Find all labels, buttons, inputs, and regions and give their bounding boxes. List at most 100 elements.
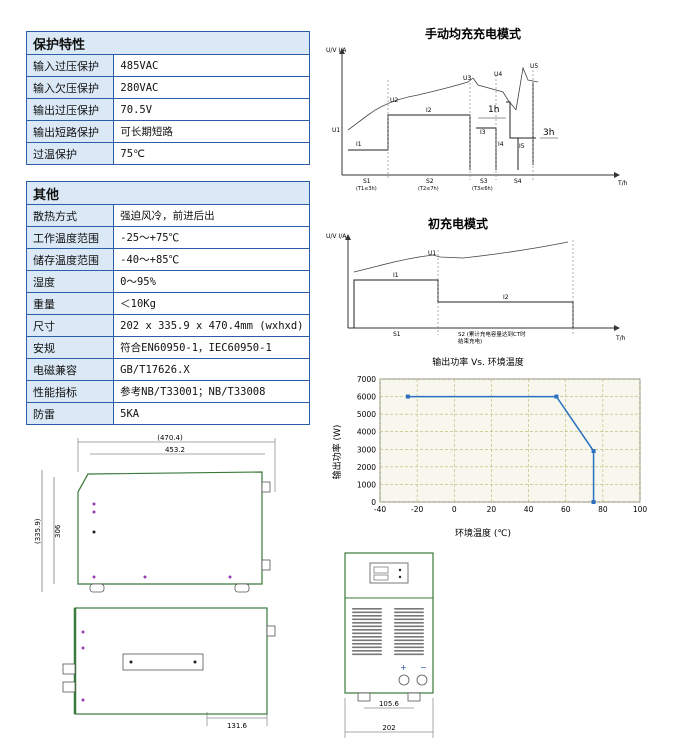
table-row: 安规符合EN60950-1，IEC60950-1 bbox=[25, 336, 310, 359]
manual-stage-s2-note: (T2≤7h) bbox=[418, 186, 439, 192]
table-row: 散热方式强迫风冷，前进后出 bbox=[25, 204, 310, 227]
manual-stage-s3: S3 bbox=[480, 178, 488, 185]
data-point bbox=[405, 394, 410, 399]
plus-symbol: + bbox=[400, 663, 407, 672]
x-tick-label: -20 bbox=[411, 505, 423, 514]
manual-stage-s1-note: (T1≤3h) bbox=[356, 186, 377, 192]
initial-charge-diagram: 初充电模式 U/V I/A T/h U1 I1 I2 S1 S2 (累计充电容量… bbox=[326, 216, 626, 345]
manual-stage-s2: S2 bbox=[426, 178, 434, 185]
vent-slot bbox=[394, 629, 424, 631]
manual-i5-label: I5 bbox=[519, 143, 525, 150]
row-value: 强迫风冷，前进后出 bbox=[113, 204, 310, 227]
protection-title: 保护特性 bbox=[26, 31, 310, 55]
front-view-drawing: + − 105.6 202 bbox=[344, 552, 434, 738]
table-row: 工作温度范围-25～+75℃ bbox=[25, 226, 310, 249]
plot-area bbox=[379, 378, 641, 503]
vent-slot bbox=[394, 643, 424, 645]
manual-stage-s4: S4 bbox=[514, 178, 522, 185]
y-tick-label: 3000 bbox=[357, 445, 376, 454]
manual-y-axis-label: U/V I/A bbox=[326, 47, 347, 54]
row-value: 485VAC bbox=[113, 54, 310, 77]
manual-mode-title: 手动均充充电模式 bbox=[425, 26, 521, 41]
vent-slot bbox=[352, 611, 382, 614]
table-row: 储存温度范围-40～+85℃ bbox=[25, 248, 310, 271]
table-row: 输出短路保护可长期短路 bbox=[25, 120, 310, 143]
initial-stage-s2-line1: S2 (累计充电容量达到CT时 bbox=[458, 330, 526, 338]
vent-slot bbox=[352, 608, 382, 610]
dim-height-outer: (335.9) bbox=[34, 518, 42, 544]
row-value: GB/T17626.X bbox=[113, 358, 310, 381]
vent-slot bbox=[352, 643, 382, 645]
row-key: 过温保护 bbox=[25, 142, 115, 165]
vent-slot bbox=[352, 618, 382, 621]
manual-stage-s3-note: (T3≤6h) bbox=[472, 186, 493, 192]
dim-depth-inner: 453.2 bbox=[165, 446, 185, 454]
row-value: 280VAC bbox=[113, 76, 310, 99]
row-key: 电磁兼容 bbox=[25, 358, 115, 381]
vent-slot bbox=[352, 615, 382, 617]
manual-u3-label: U3 bbox=[463, 75, 471, 82]
x-tick-label: 60 bbox=[561, 505, 571, 514]
initial-u1-label: U1 bbox=[428, 250, 436, 257]
vent-slot bbox=[394, 618, 424, 621]
vent-slot bbox=[352, 632, 382, 635]
data-point bbox=[591, 500, 596, 504]
vent-slot bbox=[352, 625, 382, 628]
side-view-drawing: (470.4) 453.2 (335.9) 306 bbox=[34, 434, 276, 593]
row-key: 尺寸 bbox=[25, 314, 115, 337]
y-tick-label: 7000 bbox=[357, 375, 376, 384]
row-value: 5KA bbox=[113, 402, 310, 425]
vent-slot bbox=[394, 646, 424, 649]
front-vents bbox=[352, 608, 424, 656]
vent-slot bbox=[394, 632, 424, 635]
manual-i1-label: I1 bbox=[356, 141, 362, 148]
row-key: 输入过压保护 bbox=[25, 54, 115, 77]
chart-y-label: 输出功率 (W) bbox=[331, 425, 343, 480]
table-row: 性能指标参考NB/T33001；NB/T33008 bbox=[25, 380, 310, 403]
vent-slot bbox=[394, 615, 424, 617]
row-value: -25～+75℃ bbox=[113, 226, 310, 249]
vent-slot bbox=[352, 622, 382, 624]
x-tick-label: -40 bbox=[374, 505, 386, 514]
manual-i4-label: I4 bbox=[498, 141, 504, 148]
series-line bbox=[407, 395, 595, 502]
manual-u2-label: U2 bbox=[390, 97, 398, 104]
vent-slot bbox=[394, 639, 424, 642]
row-value: 符合EN60950-1，IEC60950-1 bbox=[113, 336, 310, 359]
manual-i2-label: I2 bbox=[426, 107, 432, 114]
y-tick-label: 5000 bbox=[357, 410, 376, 419]
x-tick-label: 0 bbox=[452, 505, 457, 514]
x-tick-label: 80 bbox=[598, 505, 608, 514]
y-tick-label: 6000 bbox=[357, 393, 376, 402]
y-tick-label: 1000 bbox=[357, 480, 376, 489]
manual-stage-s1: S1 bbox=[363, 178, 371, 185]
data-point bbox=[554, 394, 559, 399]
vent-slot bbox=[352, 653, 382, 656]
vent-slot bbox=[352, 629, 382, 631]
row-key: 湿度 bbox=[25, 270, 115, 293]
row-key: 输出短路保护 bbox=[25, 120, 115, 143]
dim-front-outer: 202 bbox=[382, 724, 395, 732]
chart-x-label: 环境温度 (℃) bbox=[455, 527, 511, 539]
x-tick-label: 40 bbox=[524, 505, 534, 514]
vent-slot bbox=[394, 650, 424, 652]
row-key: 防雷 bbox=[25, 402, 115, 425]
row-value: 可长期短路 bbox=[113, 120, 310, 143]
manual-u4-label: U4 bbox=[494, 71, 502, 78]
row-value: -40～+85℃ bbox=[113, 248, 310, 271]
y-tick-label: 0 bbox=[371, 498, 376, 507]
manual-1h-label: 1h bbox=[488, 105, 499, 115]
row-value: 75℃ bbox=[113, 142, 310, 165]
dim-height-inner: 306 bbox=[54, 524, 62, 538]
vent-slot bbox=[352, 639, 382, 642]
initial-i1-label: I1 bbox=[393, 272, 399, 279]
